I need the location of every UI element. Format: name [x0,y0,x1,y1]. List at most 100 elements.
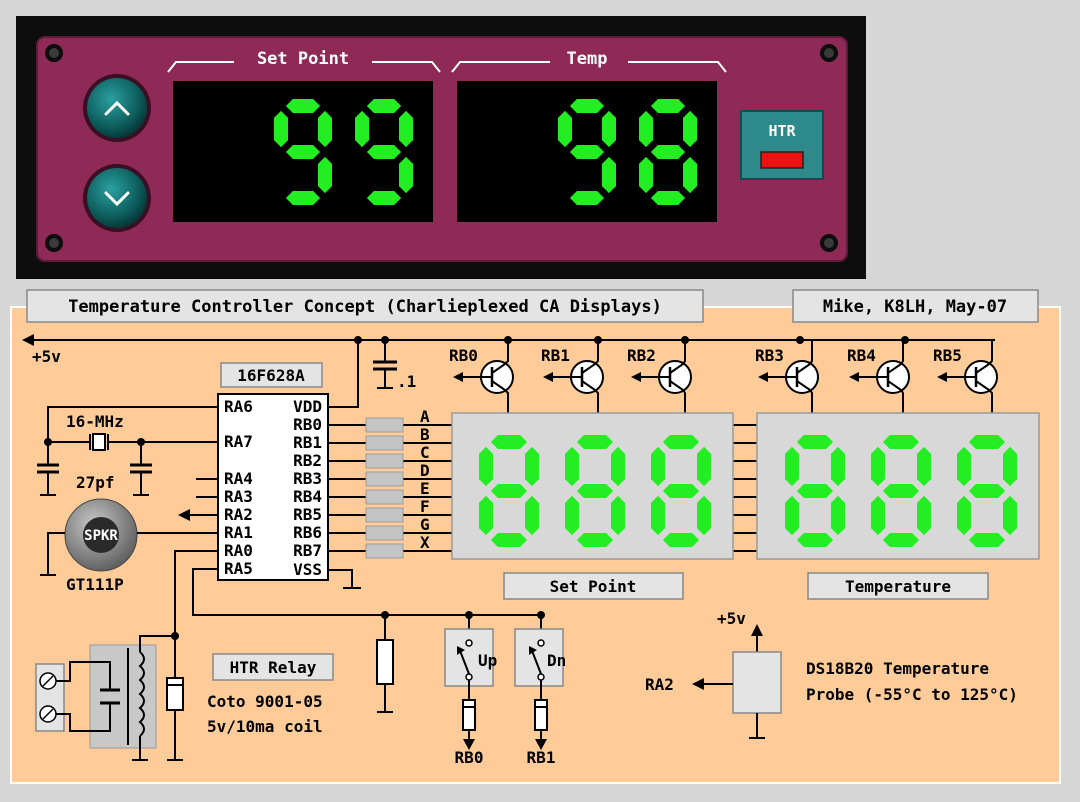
segment-c [399,156,413,194]
segment-a [569,99,605,113]
mcu-name: 16F628A [237,366,305,385]
mcu-pin-label: RA7 [224,432,253,451]
transistor-label: RB1 [541,346,570,365]
htr-indicator: HTR [740,110,824,180]
segment-e [871,495,885,536]
segment-g [569,145,605,159]
pnp-transistor: RB3 [755,340,819,413]
segment-f [871,446,885,487]
pnp-transistor: RB4 [847,340,910,413]
switch-label: Up [478,651,497,670]
schematic-digit [651,435,711,547]
transistor-label: RB4 [847,346,876,365]
setpoint-digit [355,99,413,205]
segment-c [602,156,616,194]
author-box: Mike, K8LH, May-07 [792,289,1039,323]
segment-b [917,446,931,487]
relay-part: Coto 9001-05 [207,692,323,711]
screw-icon [45,44,63,62]
down-button[interactable] [83,164,151,232]
segment-b [399,110,413,148]
sensor-line2: Probe (-55°C to 125°C) [806,685,1018,704]
htr-label: HTR [768,122,796,140]
segment-resistor [365,507,404,523]
segment-resistor [365,543,404,559]
mcu-pin-label: RB3 [293,469,322,488]
mcu-pin-label: RA5 [224,559,253,578]
segment-e [565,495,579,536]
segment-line-label: E [420,479,430,498]
mcu-pin-label: RB0 [293,415,322,434]
screw-icon [820,44,838,62]
schematic-digit [957,435,1017,547]
segment-f [651,446,665,487]
segment-g [882,484,920,498]
segment-f [565,446,579,487]
schematic-digit [871,435,931,547]
ra2-arrow [178,509,218,521]
mcu-pin-label: RB2 [293,451,322,470]
segment-resistor [365,489,404,505]
segment-g [796,484,834,498]
screw-icon [820,234,838,252]
segment-f [639,110,653,148]
segment-e [479,495,493,536]
segment-g [285,145,321,159]
mcu-pin-label: VDD [293,397,322,416]
schematic-title: Temperature Controller Concept (Charliep… [68,297,662,317]
transistor-label: RB0 [449,346,478,365]
mcu-pin-label: RA4 [224,469,253,488]
segment-line-label: C [420,443,430,462]
segment-c [683,156,697,194]
relay [35,632,184,761]
mcu-pin-label: RB1 [293,433,322,452]
segment-f [274,110,288,148]
segment-g [650,145,686,159]
temperature-caption: Temperature [845,577,951,596]
switch-pin-label: RB1 [527,748,556,767]
sensor-pin: RA2 [645,675,674,694]
segment-c [525,495,539,536]
segment-g [576,484,614,498]
segment-b [831,446,845,487]
segment-a [882,435,920,449]
pnp-transistor: RB5 [933,340,998,413]
schematic-digit [565,435,625,547]
segment-e [785,495,799,536]
speaker: SPKR GT111P [40,498,218,594]
pullup-resistor [376,615,394,713]
temperature-sensor: +5v RA2 DS18B20 Temperature Probe (-55°C… [645,609,1018,739]
segment-line-label: D [420,461,430,480]
segment-b [602,110,616,148]
segment-f [785,446,799,487]
up-button[interactable] [83,74,151,142]
segment-d [569,191,605,205]
segment-resistor [365,525,404,541]
sensor-line1: DS18B20 Temperature [806,659,989,678]
segment-a [576,435,614,449]
title-box: Temperature Controller Concept (Charliep… [26,289,704,323]
mcu-pin-label: RA1 [224,523,253,542]
pnp-transistor: RB0 [449,340,514,413]
mcu-pin-label: RA2 [224,505,253,524]
segment-e [639,156,653,194]
segment-line-label: G [420,515,430,534]
segment-c [831,495,845,536]
chevron-up-icon [104,100,130,116]
segment-line-label: A [420,407,430,426]
segment-d [576,533,614,547]
transistor-label: RB2 [627,346,656,365]
segment-e [651,495,665,536]
segment-a [796,435,834,449]
decoupling-capacitor: .1 [373,340,416,391]
segment-g [968,484,1006,498]
segment-b [683,110,697,148]
vcc-label: +5v [32,347,61,366]
mcu-pin-label: RB6 [293,523,322,542]
segment-f [355,110,369,148]
mcu-chip: 16F628A RA6RA7RA4RA3RA2RA1RA0RA5VDDRB0RB… [217,340,361,589]
mcu-pin-label: RA3 [224,487,253,506]
segment-g [490,484,528,498]
setpoint-digit [274,99,332,205]
